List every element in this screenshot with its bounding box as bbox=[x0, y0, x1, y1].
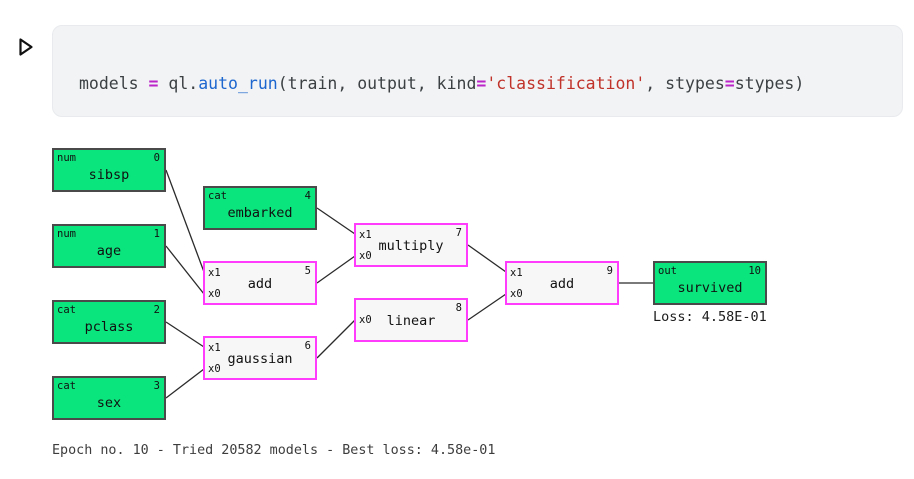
node-index: 2 bbox=[153, 304, 160, 316]
code-token-string: 'classification' bbox=[486, 74, 646, 93]
graph-edge bbox=[165, 245, 205, 295]
run-cell-button[interactable] bbox=[15, 35, 37, 59]
epoch-status-text: Epoch no. 10 - Tried 20582 models - Best… bbox=[52, 443, 496, 458]
graph-edge bbox=[165, 368, 205, 399]
graph-node-input-pclass: cat 2 pclass bbox=[52, 300, 166, 344]
graph-node-op-multiply-7: x1 x0 7 multiply bbox=[354, 223, 468, 267]
graph-node-input-age: num 1 age bbox=[52, 224, 166, 268]
loss-label: Loss: 4.58E-01 bbox=[653, 309, 767, 325]
graph-node-op-add-5: x1 x0 5 add bbox=[203, 261, 317, 305]
node-index: 3 bbox=[153, 380, 160, 392]
node-port-x0: x0 bbox=[510, 288, 523, 300]
graph-edge bbox=[316, 255, 356, 284]
node-label: age bbox=[96, 243, 122, 259]
graph-node-input-embarked: cat 4 embarked bbox=[203, 186, 317, 230]
node-port-x0: x0 bbox=[359, 314, 372, 326]
node-label: pclass bbox=[84, 319, 134, 335]
node-port-x1: x1 bbox=[208, 267, 221, 279]
graph-edge bbox=[316, 207, 356, 235]
graph-edge bbox=[467, 293, 507, 321]
node-port-x0: x0 bbox=[208, 288, 221, 300]
node-type-tag: cat bbox=[57, 380, 76, 392]
graph-node-op-linear-8: x0 8 linear bbox=[354, 298, 468, 342]
code-line[interactable]: models = ql.auto_run(train, output, kind… bbox=[79, 74, 804, 94]
graph-node-input-sex: cat 3 sex bbox=[52, 376, 166, 420]
node-port-x1: x1 bbox=[510, 267, 523, 279]
node-label: gaussian bbox=[227, 351, 293, 367]
node-label: embarked bbox=[227, 205, 293, 221]
graph-node-op-add-9: x1 x0 9 add bbox=[505, 261, 619, 305]
code-token: models bbox=[79, 74, 149, 93]
code-token-operator: = bbox=[148, 74, 159, 93]
code-token: stypes) bbox=[734, 74, 805, 93]
node-port-x1: x1 bbox=[208, 342, 221, 354]
node-type-tag: num bbox=[57, 152, 76, 164]
code-cell[interactable]: models = ql.auto_run(train, output, kind… bbox=[52, 25, 903, 117]
code-token-operator: = bbox=[476, 74, 487, 93]
node-index: 8 bbox=[455, 302, 462, 314]
node-index: 4 bbox=[304, 190, 311, 202]
graph-edge bbox=[316, 319, 356, 359]
node-port-x0: x0 bbox=[359, 250, 372, 262]
node-index: 0 bbox=[153, 152, 160, 164]
code-token: , stypes bbox=[645, 74, 725, 93]
node-port-x0: x0 bbox=[208, 363, 221, 375]
code-token-function: auto_run bbox=[198, 74, 278, 93]
node-type-tag: num bbox=[57, 228, 76, 240]
node-label: add bbox=[549, 276, 575, 292]
graph-node-input-sibsp: num 0 sibsp bbox=[52, 148, 166, 192]
node-port-x1: x1 bbox=[359, 229, 372, 241]
node-index: 9 bbox=[606, 265, 613, 277]
graph-edge bbox=[165, 169, 205, 273]
node-type-tag: cat bbox=[57, 304, 76, 316]
code-token: (train, output, kind bbox=[277, 74, 477, 93]
node-index: 1 bbox=[153, 228, 160, 240]
node-index: 6 bbox=[304, 340, 311, 352]
graph-node-output-survived: out 10 survived bbox=[653, 261, 767, 305]
node-label: add bbox=[247, 276, 273, 292]
node-index: 5 bbox=[304, 265, 311, 277]
node-label: survived bbox=[677, 280, 743, 296]
node-type-tag: cat bbox=[208, 190, 227, 202]
code-token: ql. bbox=[158, 74, 199, 93]
node-label: sibsp bbox=[88, 167, 130, 183]
graph-node-op-gaussian-6: x1 x0 6 gaussian bbox=[203, 336, 317, 380]
code-token-operator: = bbox=[724, 74, 735, 93]
node-index: 7 bbox=[455, 227, 462, 239]
node-label: linear bbox=[386, 313, 436, 329]
graph-edge bbox=[467, 244, 507, 273]
node-index: 10 bbox=[748, 265, 761, 277]
play-triangle-icon bbox=[19, 38, 33, 56]
node-label: sex bbox=[96, 395, 122, 411]
node-label: multiply bbox=[378, 238, 444, 254]
graph-edge bbox=[165, 321, 205, 348]
node-type-tag: out bbox=[658, 265, 677, 277]
